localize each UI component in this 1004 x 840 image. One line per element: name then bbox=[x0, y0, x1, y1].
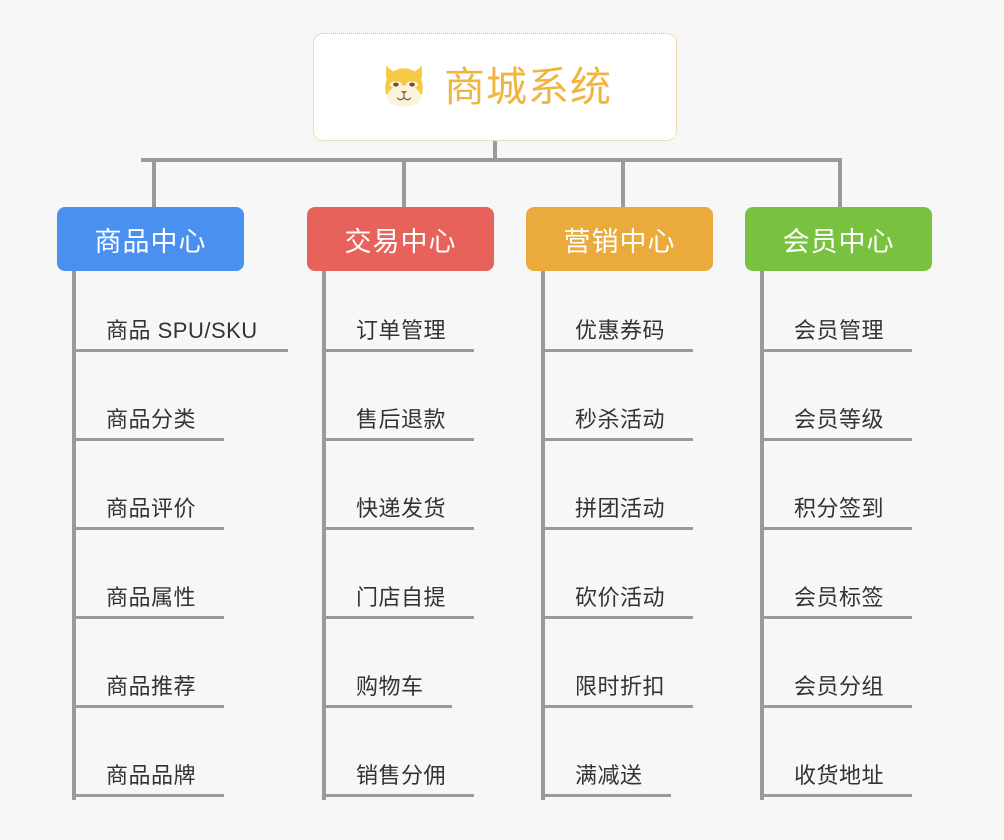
branch-drop-connector-3 bbox=[838, 158, 842, 207]
leaf-underline bbox=[541, 349, 693, 352]
branch-trunk-2 bbox=[541, 271, 545, 800]
leaf-label: 会员等级 bbox=[794, 407, 885, 432]
leaf-label: 商品分类 bbox=[106, 407, 197, 432]
branch-drop-connector-1 bbox=[402, 158, 406, 207]
leaf-label: 门店自提 bbox=[356, 585, 447, 610]
leaf-label: 订单管理 bbox=[356, 318, 447, 343]
leaf-label: 秒杀活动 bbox=[575, 407, 666, 432]
branch-header-1[interactable]: 交易中心 bbox=[307, 207, 494, 271]
leaf-label: 会员标签 bbox=[794, 585, 885, 610]
leaf-label: 满减送 bbox=[575, 763, 643, 788]
root-stem-connector bbox=[493, 141, 497, 162]
root-title: 商城系统 bbox=[444, 63, 612, 110]
leaf-underline bbox=[760, 438, 912, 441]
branch-header-label: 会员中心 bbox=[782, 226, 895, 257]
leaf-label: 商品评价 bbox=[106, 496, 197, 521]
leaf-label: 商品属性 bbox=[106, 585, 197, 610]
branch-bus-connector bbox=[141, 158, 841, 162]
leaf-underline bbox=[322, 616, 474, 619]
leaf-label: 收货地址 bbox=[794, 763, 885, 788]
leaf-underline bbox=[760, 794, 912, 797]
leaf-underline bbox=[541, 438, 693, 441]
leaf-underline bbox=[72, 794, 224, 797]
leaf-underline bbox=[760, 616, 912, 619]
leaf-label: 拼团活动 bbox=[575, 496, 666, 521]
leaf-underline bbox=[72, 527, 224, 530]
shiba-dog-face-icon bbox=[385, 65, 423, 107]
leaf-label: 砍价活动 bbox=[575, 585, 666, 610]
leaf-label: 会员分组 bbox=[794, 674, 885, 699]
leaf-label: 商品品牌 bbox=[106, 763, 197, 788]
branch-header-0[interactable]: 商品中心 bbox=[57, 207, 244, 271]
leaf-underline bbox=[760, 527, 912, 530]
leaf-label: 优惠券码 bbox=[575, 318, 666, 343]
leaf-label: 购物车 bbox=[356, 674, 424, 699]
leaf-underline bbox=[322, 527, 474, 530]
leaf-label: 会员管理 bbox=[794, 318, 885, 343]
leaf-underline bbox=[541, 616, 693, 619]
leaf-label: 销售分佣 bbox=[356, 763, 447, 788]
branch-header-3[interactable]: 会员中心 bbox=[745, 207, 932, 271]
branch-drop-connector-0 bbox=[152, 158, 156, 207]
leaf-underline bbox=[72, 438, 224, 441]
root-node[interactable]: 商城系统 bbox=[313, 33, 677, 141]
branch-header-2[interactable]: 营销中心 bbox=[526, 207, 713, 271]
leaf-label: 商品 SPU/SKU bbox=[106, 318, 258, 343]
leaf-label: 积分签到 bbox=[794, 496, 885, 521]
leaf-label: 售后退款 bbox=[356, 407, 447, 432]
branch-header-label: 商品中心 bbox=[94, 226, 207, 257]
leaf-label: 限时折扣 bbox=[575, 674, 666, 699]
leaf-underline bbox=[541, 794, 671, 797]
leaf-underline bbox=[760, 349, 912, 352]
leaf-underline bbox=[322, 705, 452, 708]
leaf-underline bbox=[322, 438, 474, 441]
leaf-label: 快递发货 bbox=[356, 496, 447, 521]
leaf-underline bbox=[541, 705, 693, 708]
leaf-label: 商品推荐 bbox=[106, 674, 197, 699]
branch-trunk-1 bbox=[322, 271, 326, 800]
leaf-underline bbox=[72, 349, 288, 352]
branch-trunk-3 bbox=[760, 271, 764, 800]
branch-trunk-0 bbox=[72, 271, 76, 800]
leaf-underline bbox=[541, 527, 693, 530]
leaf-underline bbox=[760, 705, 912, 708]
branch-header-label: 营销中心 bbox=[563, 226, 676, 257]
leaf-underline bbox=[322, 349, 474, 352]
leaf-underline bbox=[72, 616, 224, 619]
branch-drop-connector-2 bbox=[621, 158, 625, 207]
branch-header-label: 交易中心 bbox=[344, 226, 457, 257]
leaf-underline bbox=[322, 794, 474, 797]
leaf-underline bbox=[72, 705, 224, 708]
